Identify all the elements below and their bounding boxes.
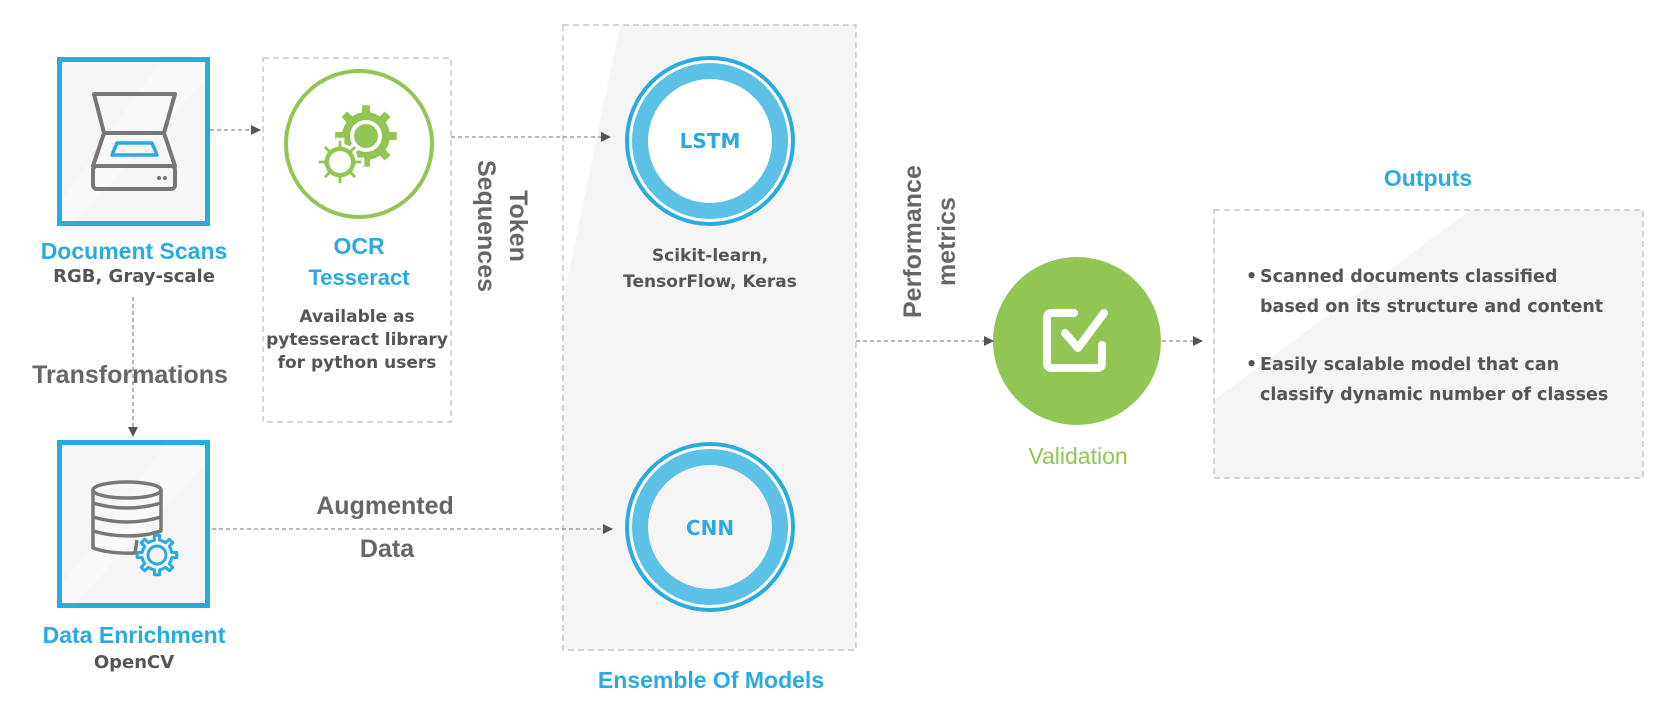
outputs-list: • Scanned documents classified based on … <box>1246 262 1636 438</box>
outputs-item: • Scanned documents classified based on … <box>1246 262 1636 322</box>
ensemble-label: Ensemble Of Models <box>597 667 825 693</box>
outputs-item-line2: based on its structure and content <box>1260 297 1604 317</box>
gear-icon <box>135 533 179 577</box>
lstm-caption-line: Scikit-learn, <box>651 246 769 266</box>
ocr-subtitle: Tesseract <box>308 265 410 290</box>
validation-label: Validation <box>1028 443 1128 469</box>
document-scans-subtitle: RGB, Gray-scale <box>53 266 215 287</box>
data-enrichment-title: Data Enrichment <box>42 622 226 648</box>
lstm-ring <box>625 56 795 226</box>
token-sequences-line2: Sequences <box>472 160 500 293</box>
cnn-ring <box>625 442 795 612</box>
outputs-title: Outputs <box>1383 165 1473 191</box>
ocr-description: Available as pytesseract library for pyt… <box>266 306 448 375</box>
transformations-label: Transformations <box>32 361 228 389</box>
performance-metrics-line1: Performance <box>899 165 927 318</box>
enrichment-gear-shape <box>135 533 179 577</box>
lstm-caption: Scikit-learn, TensorFlow, Keras <box>623 243 797 295</box>
token-sequences-label: Token Sequences <box>470 160 534 292</box>
database-gear-icon <box>91 480 163 555</box>
outputs-item-line2: classify dynamic number of classes <box>1260 385 1609 405</box>
outputs-item-line1: Easily scalable model that can <box>1260 355 1560 375</box>
outputs-item: • Easily scalable model that can classif… <box>1246 350 1636 410</box>
ocr-desc-line: pytesseract library <box>266 330 448 350</box>
data-enrichment-subtitle: OpenCV <box>93 652 175 673</box>
ocr-desc-line: Available as <box>299 307 415 327</box>
scanner-icon <box>91 92 177 191</box>
performance-metrics-line2: metrics <box>933 197 961 287</box>
outputs-panel <box>1213 209 1644 479</box>
checkbox-check-icon <box>1043 309 1108 372</box>
bullet-icon: • <box>1246 355 1258 375</box>
augmented-data-line1: Augmented <box>316 492 454 520</box>
augmented-data-line2: Data <box>359 535 415 563</box>
gears-icon <box>315 105 397 187</box>
connectors <box>128 125 1203 534</box>
ocr-desc-line: for python users <box>277 353 437 373</box>
large-gear-hub <box>354 124 378 148</box>
data-enrichment-box <box>57 440 210 608</box>
ocr-title: OCR <box>333 233 385 259</box>
lstm-caption-line: TensorFlow, Keras <box>623 272 797 292</box>
bullet-icon: • <box>1246 267 1258 287</box>
performance-metrics-label: Performance metrics <box>896 165 964 318</box>
cnn-label: CNN <box>685 516 735 540</box>
small-gear-hole <box>329 151 351 173</box>
outputs-item-line1: Scanned documents classified <box>1260 267 1558 287</box>
token-sequences-line1: Token <box>504 190 532 262</box>
lstm-label: LSTM <box>679 129 741 153</box>
document-scans-title: Document Scans <box>40 238 228 264</box>
